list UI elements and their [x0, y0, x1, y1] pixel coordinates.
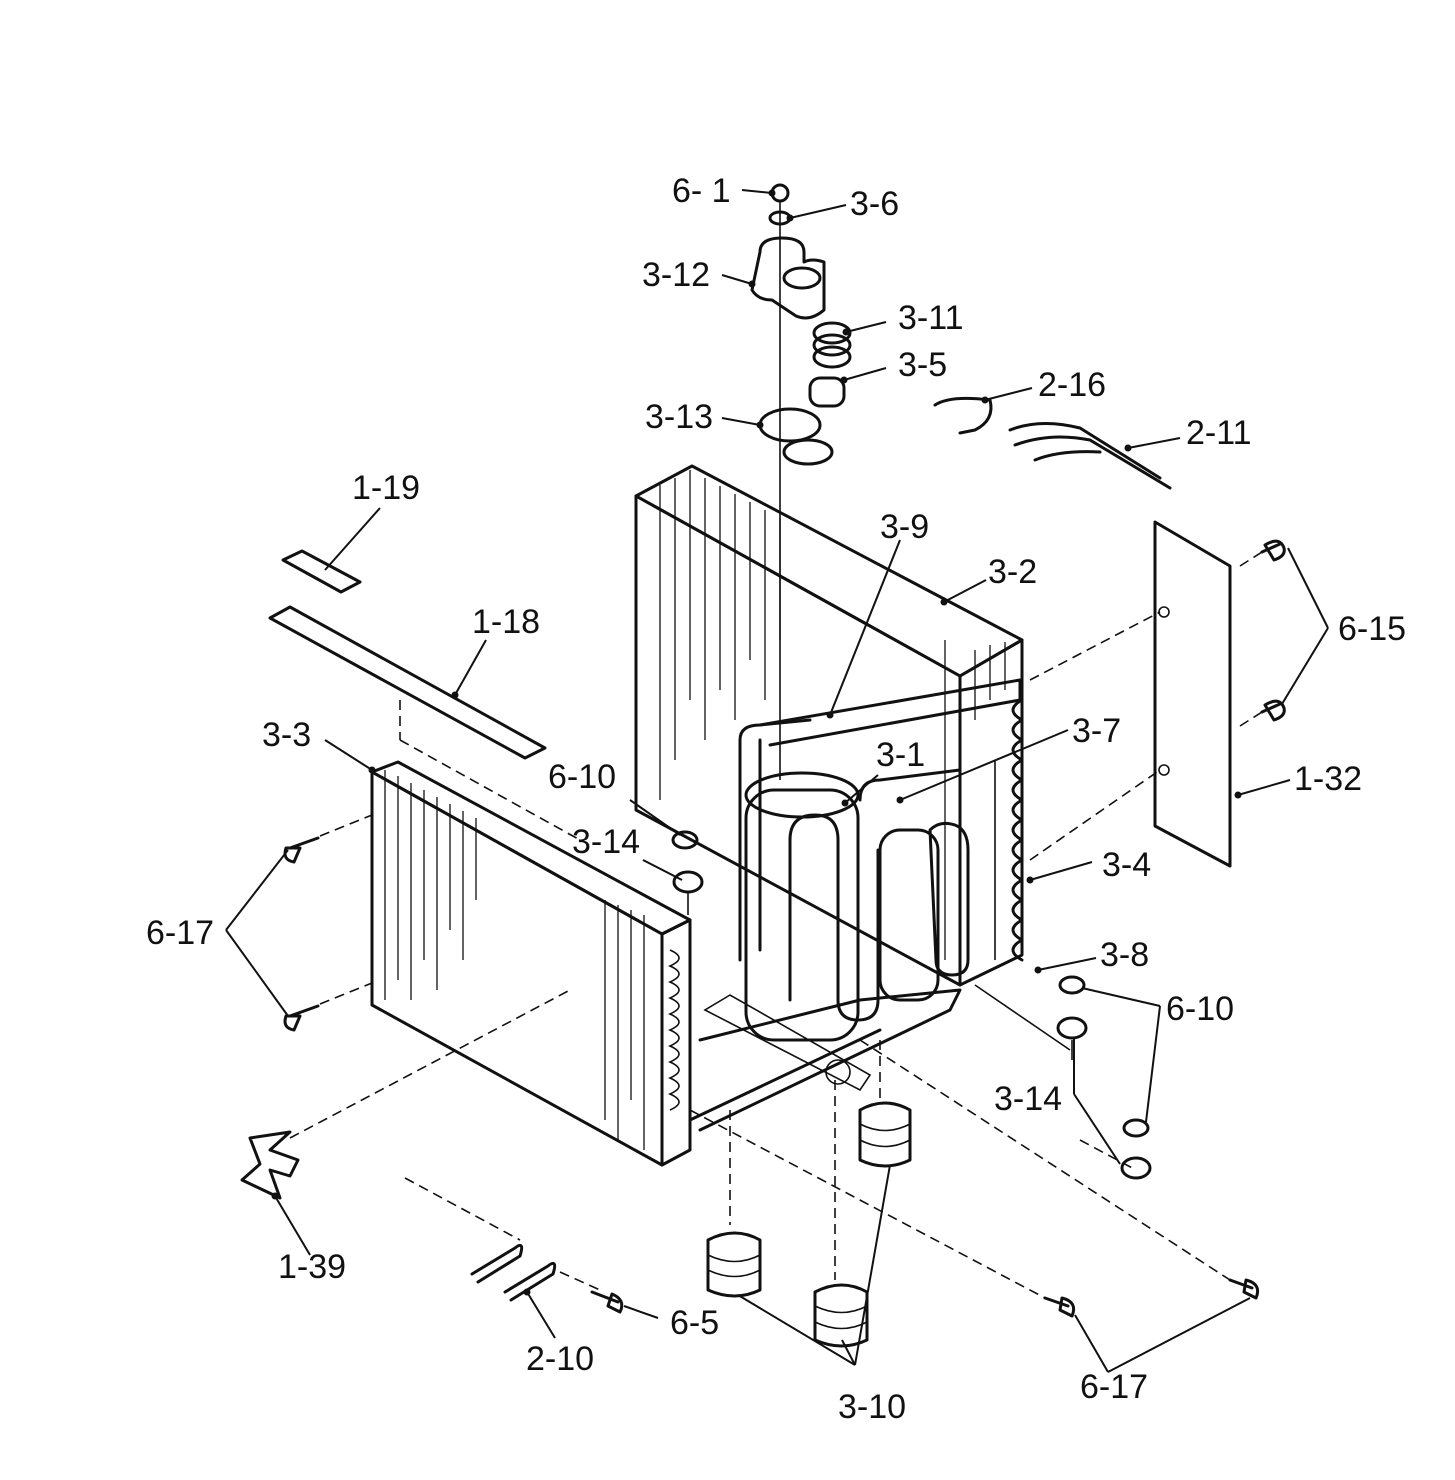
rubber-foot-3	[858, 1101, 912, 1168]
label-1-19: 1-19	[352, 469, 420, 507]
grommet-3-14-right	[1056, 1016, 1088, 1040]
condenser-coil-front	[370, 760, 692, 1167]
leader-lines	[225, 189, 1329, 1373]
screw-6-15-bottom	[1239, 699, 1286, 727]
leader-dots	[271, 189, 1242, 1296]
front-coil-hairpins	[668, 949, 680, 1111]
condenser-coil-rear	[634, 464, 1024, 987]
washer-6-10-right	[1058, 975, 1086, 995]
terminal-2-10	[470, 1243, 557, 1302]
label-3-11: 3-11	[898, 299, 964, 337]
seal-strip-1-18	[268, 605, 547, 760]
label-1-18: 1-18	[472, 603, 540, 641]
label-3-9: 3-9	[880, 508, 929, 546]
washer-6-10-left	[671, 830, 699, 850]
label-2-11: 2-11	[1186, 414, 1252, 452]
spiral-tube	[1011, 698, 1024, 962]
compressor-assembly	[688, 678, 1022, 1132]
screw-6-17-left-bottom	[283, 982, 373, 1032]
label-1-32: 1-32	[1294, 760, 1362, 798]
label-6-17-left: 6-17	[146, 914, 214, 952]
side-panel	[1153, 520, 1232, 868]
label-3-14-right: 3-14	[994, 1080, 1062, 1118]
label-2-10: 2-10	[526, 1340, 594, 1378]
screw-6-17-left-top	[283, 814, 373, 864]
rubber-foot-1	[706, 1231, 762, 1298]
label-2-16: 2-16	[1038, 366, 1106, 404]
label-6-10-left: 6-10	[548, 758, 616, 796]
label-3-2: 3-2	[988, 553, 1037, 591]
grommet-3-14-left	[672, 870, 704, 894]
label-6-5: 6-5	[670, 1304, 719, 1342]
label-3-3: 3-3	[262, 716, 311, 754]
bracket-1-39	[240, 989, 571, 1200]
label-3-12: 3-12	[642, 256, 710, 294]
label-3-6: 3-6	[850, 185, 899, 223]
screw-6-17-right-b	[1228, 1278, 1260, 1300]
screw-6-5	[590, 1290, 624, 1314]
label-3-7: 3-7	[1072, 712, 1121, 750]
valve-coil-stack	[750, 183, 852, 780]
seal-strip-1-19	[281, 549, 362, 594]
front-coil-fins	[384, 770, 645, 1150]
screw-6-15-top	[1239, 539, 1286, 567]
label-1-39: 1-39	[278, 1248, 346, 1286]
wire-harness	[933, 396, 1172, 490]
part-labels: 6- 1 3-6 3-12 3-11 3-5 2-16 3-13 2-11 1-…	[146, 172, 1406, 1426]
label-3-10: 3-10	[838, 1388, 906, 1426]
label-6-1: 6- 1	[672, 172, 731, 210]
label-3-4: 3-4	[1102, 846, 1151, 884]
label-6-17-right: 6-17	[1080, 1368, 1148, 1406]
label-3-13: 3-13	[645, 398, 713, 436]
label-3-14-left: 3-14	[572, 823, 640, 861]
label-3-1: 3-1	[876, 736, 925, 774]
label-6-10-right: 6-10	[1166, 990, 1234, 1028]
screw-6-17-right-a	[1043, 1296, 1076, 1318]
label-3-5: 3-5	[898, 346, 947, 384]
label-3-8: 3-8	[1100, 936, 1149, 974]
label-6-15: 6-15	[1338, 610, 1406, 648]
